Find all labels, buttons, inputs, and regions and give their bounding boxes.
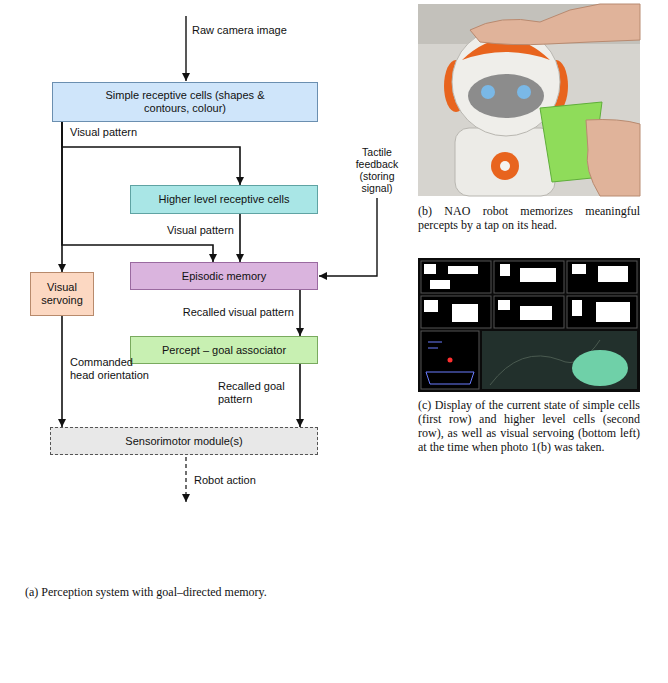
process-box: Higher level receptive cells	[130, 185, 318, 214]
connector-arrow	[299, 364, 301, 427]
text-group: Visual servoing	[33, 281, 91, 307]
text-group: Percept – goal associator	[162, 344, 286, 357]
node-label: Visual servoing	[33, 281, 91, 307]
edge-label: Recalled goal pattern	[218, 380, 296, 406]
signal-label: Tactile feedback (storing signal)	[350, 146, 404, 194]
text-group: Simple receptive cells (shapes & contour…	[105, 89, 265, 115]
process-box: Simple receptive cells (shapes & contour…	[52, 82, 318, 122]
connector-arrow	[239, 214, 241, 262]
connector-arrow	[62, 122, 240, 185]
edge-label: Commanded head orientation	[70, 356, 150, 382]
text-group: Episodic memory	[182, 270, 266, 283]
output-arrow	[185, 457, 186, 502]
edge-label: Recalled visual pattern	[150, 306, 294, 319]
module-box: Sensorimotor module(s)	[50, 427, 318, 455]
cell-display-screenshot	[418, 258, 640, 392]
memory-box: Episodic memory	[130, 262, 318, 290]
node-label: Simple receptive cells (shapes & contour…	[105, 89, 265, 115]
edge-label: Visual pattern	[140, 224, 234, 237]
connector-arrow	[61, 316, 63, 427]
node-label: Percept – goal associator	[162, 344, 286, 357]
subfigure-caption: (a) Perception system with goal–directed…	[25, 585, 320, 599]
text-group: Higher level receptive cells	[159, 193, 290, 206]
process-box: Visual servoing	[30, 272, 94, 316]
connector-arrow	[299, 290, 301, 336]
process-box: Percept – goal associator	[130, 336, 318, 364]
input-label: Raw camera image	[192, 24, 312, 37]
node-label: Sensorimotor module(s)	[125, 435, 242, 448]
subfigure-caption: (c) Display of the current state of simp…	[418, 398, 640, 454]
connector-arrow	[61, 122, 63, 272]
text-group: Sensorimotor module(s)	[125, 435, 242, 448]
input-arrow	[185, 16, 186, 81]
node-label: Episodic memory	[182, 270, 266, 283]
robot-photo	[418, 4, 640, 196]
subfigure-caption: (b) NAO robot memorizes meaningful perce…	[418, 204, 640, 232]
node-label: Higher level receptive cells	[159, 193, 290, 206]
output-label: Robot action	[194, 474, 294, 487]
edge-label: Visual pattern	[70, 126, 160, 139]
tactile-arrow	[319, 198, 377, 276]
